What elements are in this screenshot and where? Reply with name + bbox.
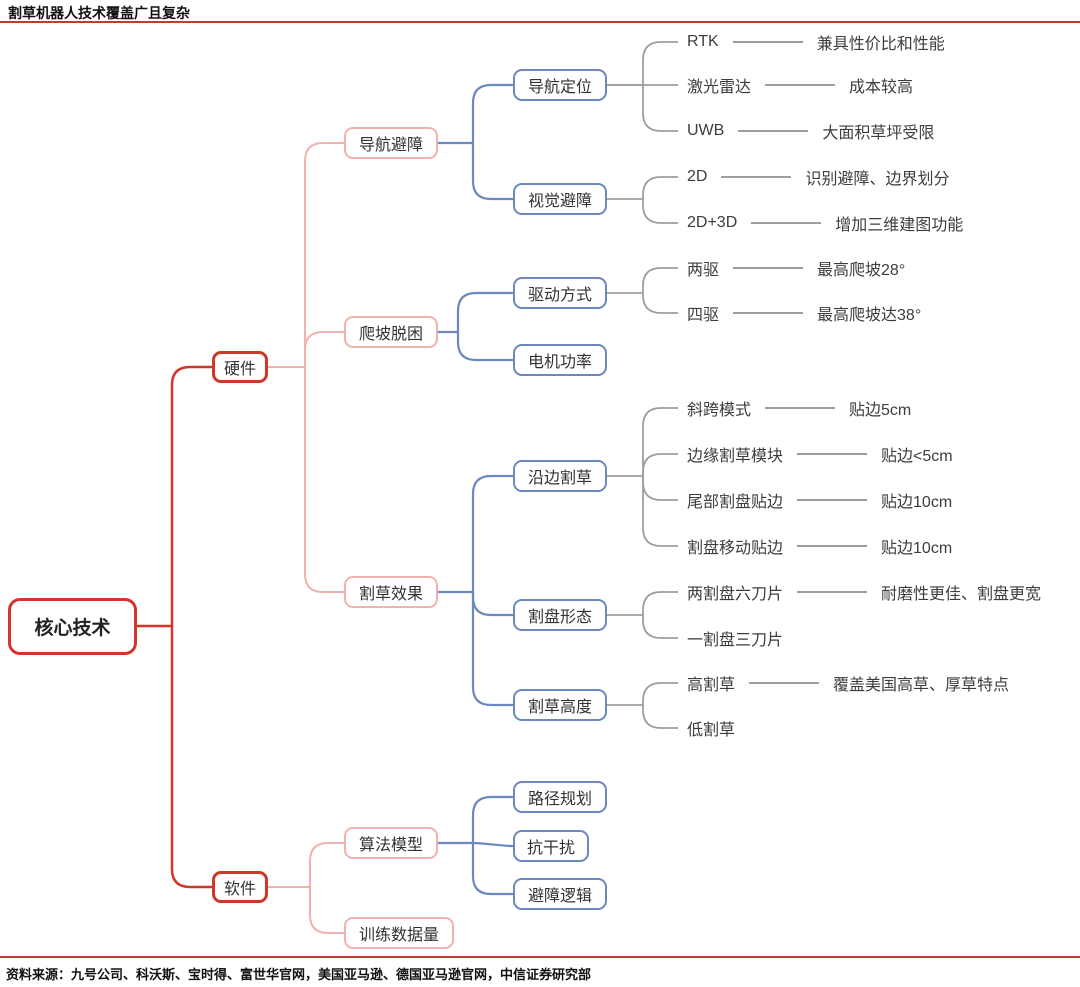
leaf-note: 识别避障、边界划分 [805, 171, 950, 188]
leaf-label: 四驱 [687, 307, 720, 324]
node-nav-obstacle: 导航避障 [344, 127, 438, 159]
leaf-row: 2D+3D 增加三维建图功能 [687, 210, 963, 236]
leaf-label: 一割盘三刀片 [687, 632, 784, 649]
leaf-note: 耐磨性更佳、割盘更宽 [881, 586, 1042, 603]
leaf-note: 贴边10cm [881, 540, 953, 557]
node-disc-form: 割盘形态 [513, 599, 607, 631]
leaf-connector-line [732, 41, 803, 43]
node-algorithm-model: 算法模型 [344, 827, 438, 859]
leaf-note: 兼具性价比和性能 [816, 36, 945, 53]
node-software: 软件 [212, 871, 268, 903]
leaf-note: 成本较高 [849, 79, 914, 96]
leaf-row: 割盘移动贴边 贴边10cm [687, 533, 952, 559]
leaf-note: 贴边5cm [849, 402, 912, 419]
leaf-row: 高割草 覆盖美国高草、厚草特点 [687, 670, 1009, 696]
node-core-technology: 核心技术 [8, 598, 137, 655]
leaf-label: 割盘移动贴边 [687, 540, 784, 557]
leaf-connector-line [733, 312, 804, 314]
leaf-row: 边缘割草模块 贴边<5cm [687, 441, 953, 467]
leaf-label: 2D+3D [687, 214, 738, 231]
connector-root [137, 365, 212, 889]
leaf-note: 大面积草坪受限 [822, 125, 935, 142]
node-path-planning: 路径规划 [513, 781, 607, 813]
leaf-label: 两驱 [687, 262, 720, 279]
leaf-label: 斜跨模式 [687, 402, 752, 419]
node-hardware: 硬件 [212, 351, 268, 383]
node-climb-escape: 爬坡脱困 [344, 316, 438, 348]
leaf-row: 两割盘六刀片 耐磨性更佳、割盘更宽 [687, 579, 1041, 605]
leaf-label: 尾部割盘贴边 [687, 494, 784, 511]
leaf-connector-line [797, 591, 868, 593]
node-obstacle-logic: 避障逻辑 [513, 878, 607, 910]
node-motor-power: 电机功率 [513, 344, 607, 376]
leaf-label: RTK [687, 33, 719, 50]
node-mow-effect: 割草效果 [344, 576, 438, 608]
node-edge-mowing: 沿边割草 [513, 460, 607, 492]
leaf-connector-line [738, 130, 809, 132]
node-nav-positioning: 导航定位 [513, 69, 607, 101]
leaf-connector-line [751, 222, 822, 224]
source-note: 资料来源：九号公司、科沃斯、宝时得、富世华官网，美国亚马逊、德国亚马逊官网，中信… [6, 967, 592, 982]
leaf-row: 一割盘三刀片 [687, 625, 783, 651]
leaf-row: 斜跨模式 贴边5cm [687, 395, 911, 421]
leaf-row: RTK 兼具性价比和性能 [687, 29, 945, 55]
leaf-row: 两驱 最高爬坡28° [687, 255, 905, 281]
leaf-row: 尾部割盘贴边 贴边10cm [687, 487, 952, 513]
leaf-note: 最高爬坡达38° [817, 307, 922, 324]
leaf-label: 高割草 [687, 677, 736, 694]
leaf-label: 两割盘六刀片 [687, 586, 784, 603]
leaf-row: 2D 识别避障、边界划分 [687, 164, 949, 190]
figure-title: 割草机器人技术覆盖广且复杂 [8, 5, 190, 21]
leaf-label: 2D [687, 168, 708, 185]
leaf-note: 覆盖美国高草、厚草特点 [833, 677, 1010, 694]
connector-blue-branches [438, 83, 514, 896]
node-mow-height: 割草高度 [513, 689, 607, 721]
leaf-note: 贴边10cm [881, 494, 953, 511]
leaf-note: 贴边<5cm [881, 448, 953, 465]
leaf-row: UWB 大面积草坪受限 [687, 118, 934, 144]
leaf-label: 低割草 [687, 722, 736, 739]
title-rule [0, 21, 1080, 23]
connector-gray-branches [607, 41, 678, 729]
leaf-row: 四驱 最高爬坡达38° [687, 300, 921, 326]
leaf-connector-line [765, 84, 836, 86]
node-drive-mode: 驱动方式 [513, 277, 607, 309]
leaf-connector-line [797, 545, 868, 547]
leaf-connector-line [733, 267, 804, 269]
leaf-connector-line [749, 682, 820, 684]
leaf-label: 激光雷达 [687, 79, 752, 96]
leaf-label: UWB [687, 122, 725, 139]
footer-rule [0, 956, 1080, 958]
leaf-connector-line [797, 453, 868, 455]
leaf-note: 增加三维建图功能 [835, 217, 964, 234]
node-vision-avoidance: 视觉避障 [513, 183, 607, 215]
leaf-row: 低割草 [687, 715, 735, 741]
leaf-connector-line [765, 407, 836, 409]
connector-hardware [268, 142, 344, 934]
leaf-connector-line [721, 176, 792, 178]
leaf-label: 边缘割草模块 [687, 448, 784, 465]
node-anti-interference: 抗干扰 [513, 830, 589, 862]
leaf-connector-line [797, 499, 868, 501]
leaf-row: 激光雷达 成本较高 [687, 72, 913, 98]
node-training-data: 训练数据量 [344, 917, 454, 949]
leaf-note: 最高爬坡28° [817, 262, 906, 279]
